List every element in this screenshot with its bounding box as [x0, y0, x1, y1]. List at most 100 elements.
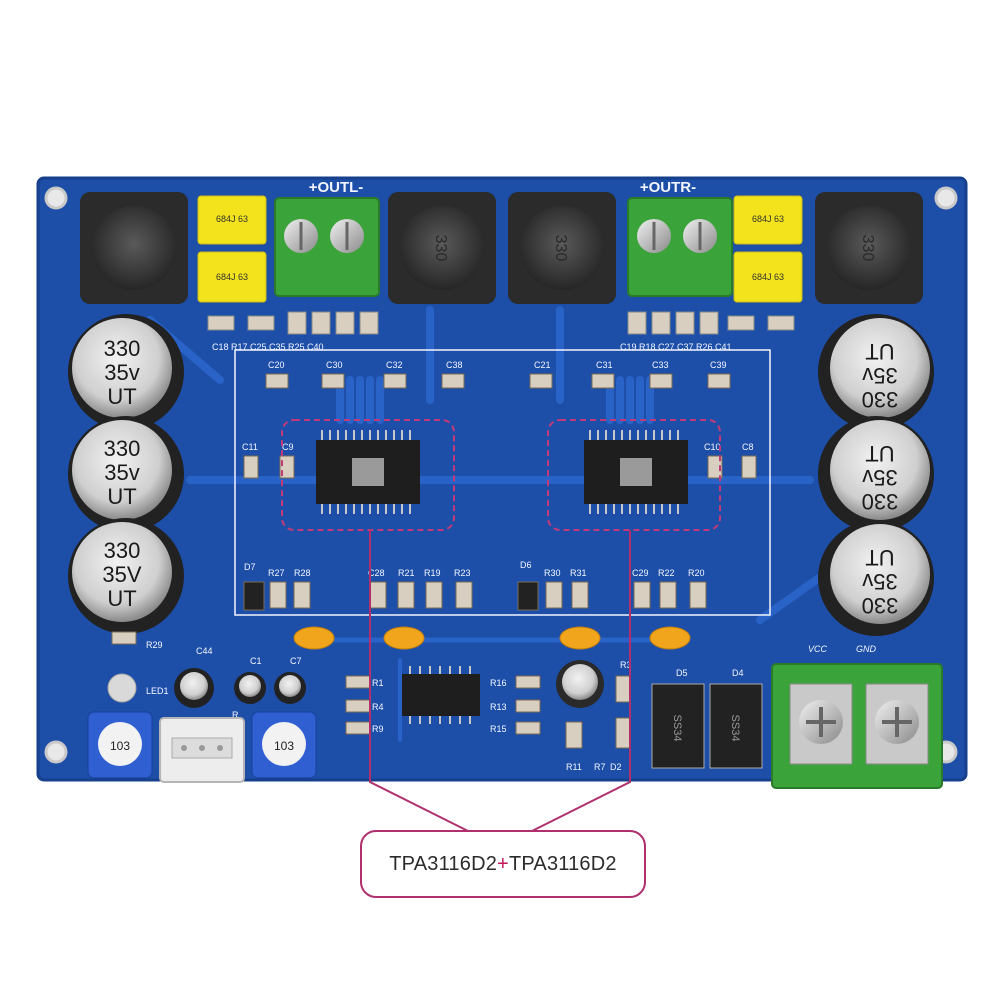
svg-text:C1: C1 — [250, 656, 262, 666]
power-labels: VCC GND — [808, 644, 877, 654]
terminal-out-left — [274, 197, 380, 297]
svg-text:R27: R27 — [268, 568, 285, 578]
svg-text:UT: UT — [107, 384, 136, 409]
svg-text:R11: R11 — [566, 762, 582, 772]
svg-text:R31: R31 — [570, 568, 587, 578]
svg-text:684J 63: 684J 63 — [752, 214, 784, 224]
svg-text:SS34: SS34 — [671, 715, 683, 742]
small-electrolytic — [556, 660, 604, 708]
svg-text:C29: C29 — [632, 568, 649, 578]
svg-text:UT: UT — [865, 441, 894, 466]
svg-text:103: 103 — [274, 739, 294, 753]
svg-text:C8: C8 — [742, 442, 754, 452]
svg-text:R: R — [232, 710, 239, 720]
pcb-traces — [146, 306, 904, 742]
svg-text:GND: GND — [856, 644, 877, 654]
svg-text:330: 330 — [552, 235, 569, 262]
svg-text:330: 330 — [862, 593, 899, 618]
svg-text:684J 63: 684J 63 — [216, 214, 248, 224]
smd-caps-mid — [243, 455, 757, 479]
svg-text:R28: R28 — [294, 568, 311, 578]
svg-text:R21: R21 — [398, 568, 415, 578]
svg-text:R15: R15 — [490, 724, 507, 734]
svg-text:C38: C38 — [446, 360, 463, 370]
inductor-2: 330 — [388, 192, 496, 304]
svg-text:330: 330 — [859, 235, 876, 262]
svg-text:VCC: VCC — [808, 644, 828, 654]
silk-mid: C11 C9 C10 C8 — [242, 442, 754, 452]
svg-text:35v: 35v — [862, 569, 897, 594]
svg-text:35v: 35v — [862, 363, 897, 388]
smd-r29 — [111, 631, 137, 645]
svg-text:D7: D7 — [244, 562, 256, 572]
svg-text:R22: R22 — [658, 568, 675, 578]
svg-text:C28: C28 — [368, 568, 385, 578]
svg-text:R3: R3 — [620, 660, 632, 670]
smd-row-top — [207, 311, 795, 335]
svg-text:330: 330 — [104, 336, 141, 361]
electrolytic-cap-right-2: 330 35v UT — [818, 416, 934, 532]
small-caps-bottom-left — [174, 668, 306, 708]
svg-text:C30: C30 — [326, 360, 343, 370]
svg-text:R16: R16 — [490, 678, 507, 688]
chip-left-tpa3116d2 — [281, 419, 455, 531]
diode-d5: SS34 — [651, 683, 705, 769]
chip-caption: TPA3116D2+TPA3116D2 — [360, 830, 646, 898]
svg-text:684J 63: 684J 63 — [216, 272, 248, 282]
out-right-label: +OUTR- — [640, 179, 696, 196]
electrolytic-cap-right-1: 330 35v UT — [818, 314, 934, 430]
svg-text:UT: UT — [865, 545, 894, 570]
electrolytic-cap-left-3: 330 35V UT — [68, 518, 184, 634]
terminal-power-input — [771, 663, 943, 789]
electrolytic-cap-left-1: 330 35v UT — [68, 314, 184, 430]
svg-text:R9: R9 — [372, 724, 384, 734]
svg-text:R4: R4 — [372, 702, 384, 712]
silk-top-right: C19 R18 C27 C37 R26 C41 — [620, 342, 732, 352]
caption-chip-left: TPA3116D2 — [389, 852, 498, 875]
potentiometer-right: 103 — [251, 711, 317, 779]
svg-text:R1: R1 — [372, 678, 384, 688]
svg-text:35v: 35v — [862, 465, 897, 490]
inductor-3: 330 — [508, 192, 616, 304]
silk-misc: R29 LED1 C44 C1 C7 R — [146, 640, 302, 720]
callout-lines — [369, 530, 631, 833]
svg-text:R7: R7 — [594, 762, 606, 772]
svg-text:C21: C21 — [534, 360, 551, 370]
caption-plus: + — [497, 852, 509, 875]
svg-text:D5: D5 — [676, 668, 688, 678]
smd-caps-lower — [243, 581, 707, 611]
inductor-1 — [80, 192, 188, 304]
signal-input-connector — [159, 717, 245, 783]
svg-text:C32: C32 — [386, 360, 403, 370]
svg-text:UT: UT — [865, 339, 894, 364]
svg-text:D6: D6 — [520, 560, 532, 570]
silk-bottom-right: D6 R30 R31 C29 R22 R20 — [520, 560, 705, 578]
silk-top-left: C18 R17 C25 C35 R25 C40 — [212, 342, 324, 352]
film-capacitors: 684J 63 684J 63 684J 63 684J 63 — [197, 195, 803, 303]
caption-chip-right: TPA3116D2 — [508, 852, 617, 875]
silk-caps-left: C20 C30 C32 C38 — [268, 360, 463, 370]
svg-text:330: 330 — [862, 387, 899, 412]
svg-text:UT: UT — [107, 484, 136, 509]
svg-text:R29: R29 — [146, 640, 163, 650]
inductor-4: 330 — [815, 192, 923, 304]
silk-outline — [234, 349, 771, 616]
svg-text:35v: 35v — [104, 360, 139, 385]
opamp-chip — [402, 666, 480, 724]
smd-opamp-resistors — [345, 675, 631, 749]
chip-right-tpa3116d2 — [547, 419, 721, 531]
silk-opamp: R1 R4 R9 R16 R13 R15 R11 R7 D2 R3 D5 D4 — [372, 660, 744, 772]
svg-text:R20: R20 — [688, 568, 705, 578]
ceramic-caps — [293, 626, 691, 650]
svg-text:684J 63: 684J 63 — [752, 272, 784, 282]
svg-text:C10: C10 — [704, 442, 721, 452]
potentiometer-left: 103 — [87, 711, 153, 779]
svg-text:SS34: SS34 — [729, 715, 741, 742]
led1 — [107, 673, 137, 703]
svg-text:R19: R19 — [424, 568, 441, 578]
svg-text:330: 330 — [862, 489, 899, 514]
electrolytic-cap-right-3: 330 35v UT — [818, 520, 934, 636]
svg-text:35v: 35v — [104, 460, 139, 485]
